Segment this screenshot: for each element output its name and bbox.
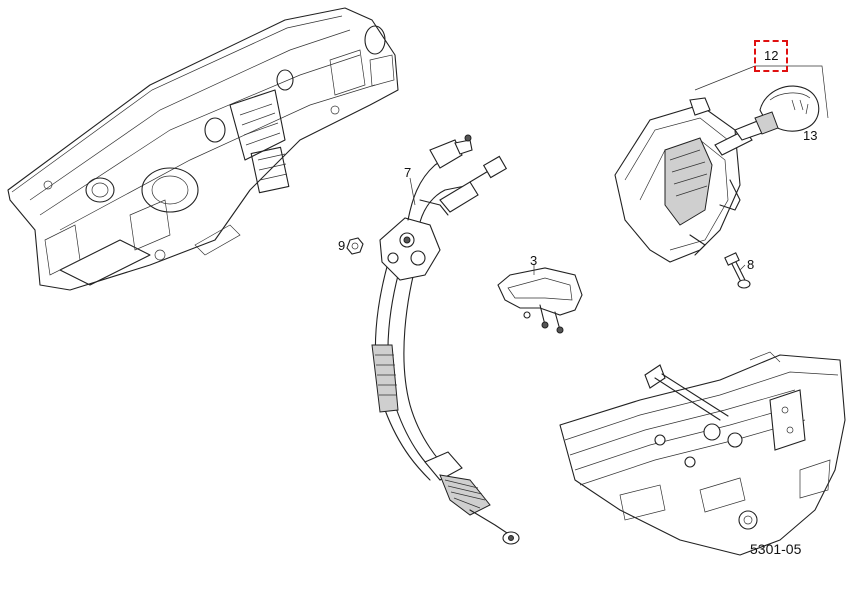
nut-9: [346, 237, 364, 255]
drawing-code: 5301-05: [750, 541, 802, 557]
callout-8[interactable]: 8: [747, 257, 755, 272]
dashboard-assembly: [7, 7, 399, 291]
callout-3[interactable]: 3: [530, 253, 538, 268]
cover-plate-3: [497, 267, 583, 334]
callout-9[interactable]: 9: [338, 238, 346, 253]
gear-shift-housing: [614, 97, 766, 263]
shift-cable-assembly: [371, 134, 520, 545]
bolt-8: [724, 252, 751, 289]
selected-callout-highlight: [754, 40, 788, 72]
gearbox-assembly: [559, 351, 846, 556]
callout-7[interactable]: 7: [404, 165, 412, 180]
gear-knob-13: [754, 85, 820, 135]
leader-lines: [409, 65, 829, 275]
callout-13[interactable]: 13: [803, 128, 818, 143]
callout-12[interactable]: 12: [764, 48, 779, 63]
